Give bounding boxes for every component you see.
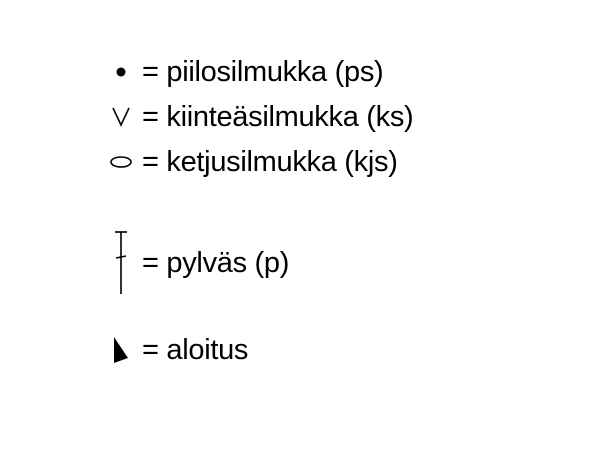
dot-icon [100,52,142,92]
oval-icon [100,142,142,182]
legend-item-single-crochet: = kiinteäsilmukka (ks) [100,97,414,137]
legend-item-start: = aloitus [100,330,248,370]
legend-label: = aloitus [142,334,249,366]
legend-label: = pylväs (p) [142,247,290,279]
legend-item-chain-stitch: = ketjusilmukka (kjs) [100,142,398,182]
legend-label: = kiinteäsilmukka (ks) [142,101,414,133]
t-post-icon [100,231,142,294]
legend-label: = piilosilmukka (ps) [142,56,384,88]
legend-item-double-crochet: = pylväs (p) [100,231,290,294]
v-stitch-icon [100,97,142,137]
legend-item-slip-stitch: = piilosilmukka (ps) [100,52,384,92]
start-triangle-icon [100,330,142,370]
legend-label: = ketjusilmukka (kjs) [142,146,398,178]
